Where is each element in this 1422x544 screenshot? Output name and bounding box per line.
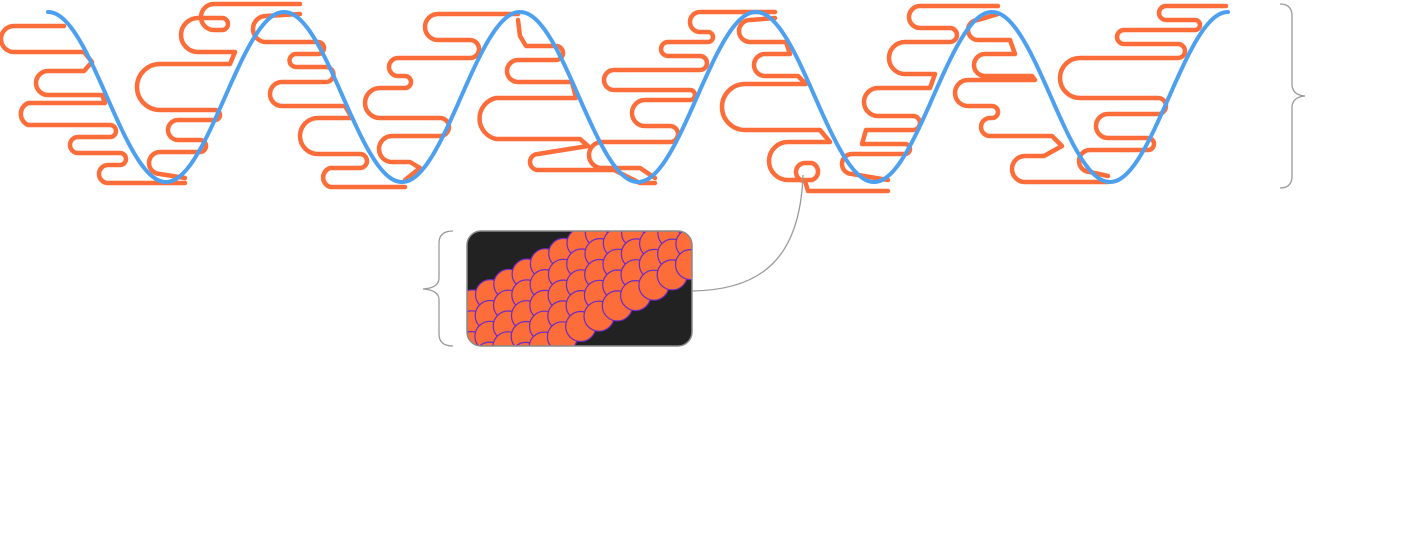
chain-fold-8: [839, 3, 1001, 183]
bead-0: [421, 311, 451, 341]
chain-fold-5: [477, 17, 658, 186]
chain-fold-7: [719, 15, 891, 194]
bead-13: [659, 177, 689, 207]
bead-11: [622, 197, 652, 227]
sine-wave: [46, 9, 1230, 185]
right-curly-brace-icon: [1279, 3, 1306, 189]
chain-fold-1: [0, 23, 188, 186]
inset-border: [466, 230, 693, 347]
bead-55: [694, 219, 724, 249]
bead-42: [456, 352, 486, 382]
chain-fold-2: [134, 1, 303, 181]
bead-27: [677, 187, 707, 217]
bead-69: [694, 239, 724, 269]
bead-59: [510, 341, 542, 346]
folded-chain: [0, 1, 1229, 194]
zoom-connector-line: [691, 174, 804, 292]
chain-fold-10: [1057, 3, 1229, 179]
chain-fold-9: [952, 11, 1111, 185]
packed-beads-icon: [421, 177, 724, 403]
bead-43: [474, 341, 506, 346]
bead-57: [474, 363, 504, 393]
bead-28: [467, 341, 469, 346]
chain-fold-3: [250, 11, 408, 190]
chain-fold-6: [586, 9, 778, 181]
zoom-inset: [421, 177, 724, 403]
bead-14: [467, 320, 470, 346]
chain-fold-4: [362, 11, 521, 183]
bead-1: [467, 299, 470, 331]
left-curly-brace-icon: [422, 230, 454, 347]
bead-56: [456, 373, 486, 403]
bead-12: [640, 187, 670, 217]
bead-68: [674, 249, 692, 281]
bead-26: [658, 197, 688, 227]
bead-58: [493, 353, 523, 383]
